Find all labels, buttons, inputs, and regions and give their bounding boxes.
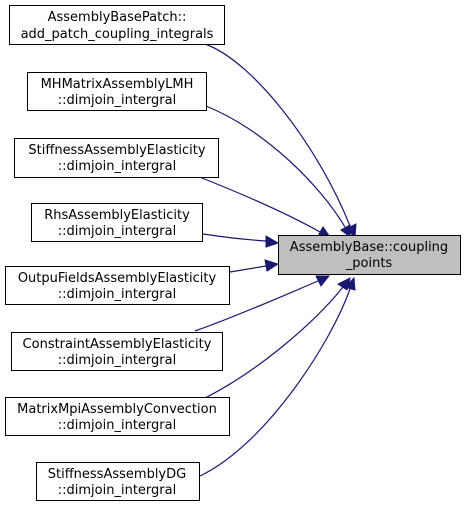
edge-caller-2: [205, 105, 346, 228]
edge-caller-4-arrowhead: [265, 235, 280, 248]
caller-node-8-line2: ::dimjoin_intergral: [58, 483, 176, 498]
edge-caller-5: [229, 265, 267, 273]
caller-node-6[interactable]: ConstraintAssemblyElasticity ::dimjoin_i…: [11, 332, 223, 371]
edge-caller-5-arrowhead: [264, 259, 280, 272]
caller-node-2-line2: ::dimjoin_intergral: [58, 93, 176, 108]
edge-caller-2-arrowhead: [340, 224, 351, 239]
caller-node-4-line1: RhsAssemblyElasticity: [44, 208, 190, 223]
caller-node-1-line2: add_patch_coupling_integrals: [21, 27, 214, 42]
caller-node-4[interactable]: RhsAssemblyElasticity ::dimjoin_intergra…: [31, 203, 203, 242]
caller-node-8[interactable]: StiffnessAssemblyDG ::dimjoin_intergral: [36, 462, 200, 501]
caller-node-3[interactable]: StiffnessAssemblyElasticity ::dimjoin_in…: [14, 138, 219, 178]
caller-node-2-line1: MHMatrixAssemblyLMH: [41, 77, 194, 92]
caller-node-6-line1: ConstraintAssemblyElasticity: [23, 337, 212, 352]
target-node-line2: _points: [345, 256, 393, 271]
edge-caller-1: [204, 43, 351, 227]
edge-caller-6-arrowhead: [315, 275, 331, 287]
caller-node-7-line2: ::dimjoin_intergral: [58, 418, 176, 433]
edge-caller-8: [199, 288, 351, 477]
edge-caller-4: [202, 233, 267, 242]
edge-caller-8-arrowhead: [344, 276, 356, 291]
target-node-line1: AssemblyBase::coupling: [290, 240, 448, 255]
edge-caller-6: [194, 280, 319, 332]
caller-node-5-line1: OutpuFieldsAssemblyElasticity: [18, 271, 217, 286]
caller-node-4-line2: ::dimjoin_intergral: [58, 224, 176, 239]
caller-node-7[interactable]: MatrixMpiAssemblyConvection ::dimjoin_in…: [5, 397, 230, 436]
edge-caller-3: [196, 175, 321, 233]
caller-node-5-line2: ::dimjoin_intergral: [58, 287, 176, 302]
caller-node-1-line1: AssemblyBasePatch::: [48, 10, 187, 25]
caller-node-3-line2: ::dimjoin_intergral: [58, 159, 176, 174]
caller-node-5[interactable]: OutpuFieldsAssemblyElasticity ::dimjoin_…: [5, 266, 230, 305]
edges: [194, 43, 357, 477]
caller-node-3-line1: StiffnessAssemblyElasticity: [28, 143, 205, 158]
caller-node-8-line1: StiffnessAssemblyDG: [48, 467, 186, 482]
edge-caller-7: [204, 286, 344, 399]
caller-node-7-line1: MatrixMpiAssemblyConvection: [17, 402, 217, 417]
target-node[interactable]: AssemblyBase::coupling _points: [278, 235, 461, 275]
caller-node-6-line2: ::dimjoin_intergral: [58, 353, 176, 368]
caller-node-2[interactable]: MHMatrixAssemblyLMH ::dimjoin_intergral: [27, 72, 207, 111]
caller-node-1[interactable]: AssemblyBasePatch:: add_patch_coupling_i…: [9, 5, 225, 45]
